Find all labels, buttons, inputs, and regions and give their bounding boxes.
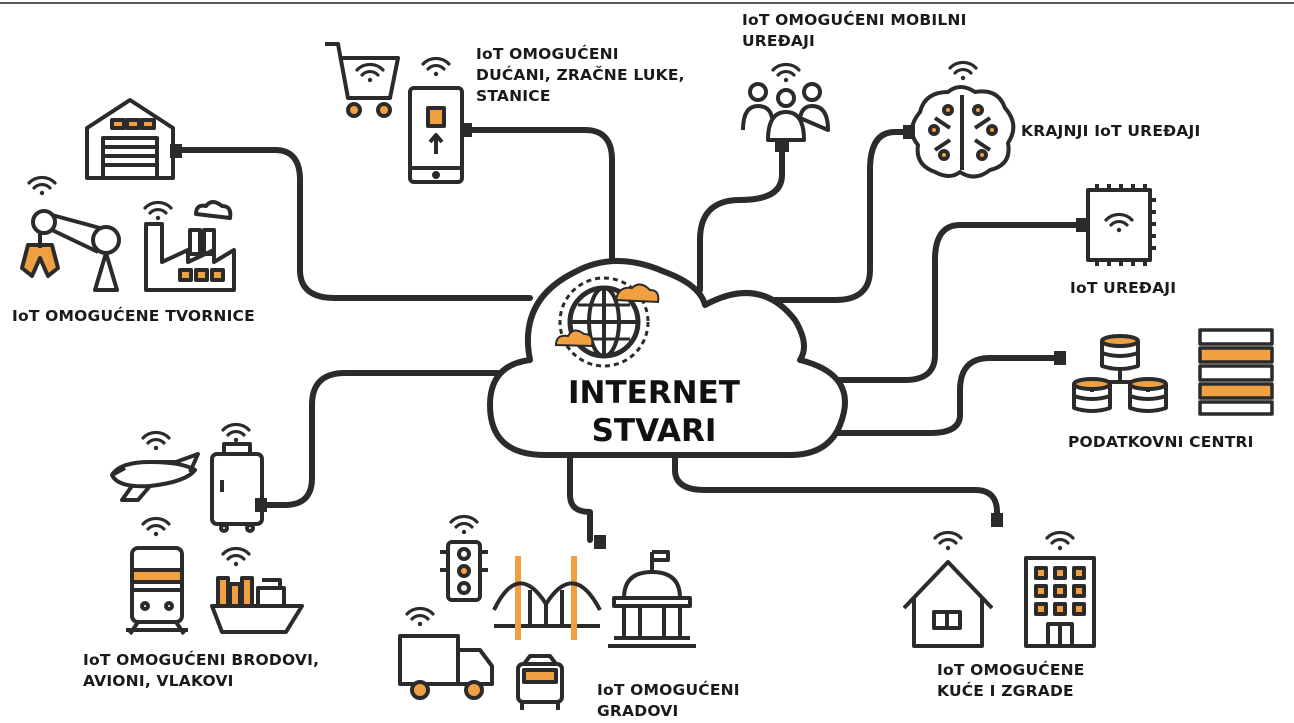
mobile-devices-label: IoT OMOGUĆENI MOBILNI UREĐAJI xyxy=(742,10,967,52)
transport-label: IoT OMOGUĆENI BRODOVI, AVIONI, VLAKOVI xyxy=(83,650,319,692)
transport-label-line: IoT OMOGUĆENI BRODOVI, xyxy=(83,651,320,669)
datacenters-label: PODATKOVNI CENTRI xyxy=(1068,432,1254,453)
traffic-light-icon xyxy=(440,540,488,602)
cities-label-line: GRADOVI xyxy=(597,702,679,720)
connector-plug xyxy=(1054,351,1066,365)
shops-label: IoT OMOGUĆENI DUĆANI, ZRAČNE LUKE, STANI… xyxy=(476,44,685,107)
connector-plug xyxy=(594,535,606,549)
bridge-icon xyxy=(492,556,602,640)
connector-plug xyxy=(991,513,1003,527)
connector-lines xyxy=(175,127,1083,543)
airplane-icon xyxy=(110,452,200,502)
car-icon xyxy=(516,654,564,710)
shops-label-line: STANICE xyxy=(476,87,551,105)
factories-label-line: IoT OMOGUĆENE TVORNICE xyxy=(12,307,255,325)
connector-plug xyxy=(775,140,789,152)
factory-building-icon xyxy=(85,98,175,180)
globe-icon xyxy=(554,276,660,368)
center-title-line1: INTERNET xyxy=(568,375,740,411)
factory-chimney-icon xyxy=(144,200,236,292)
train-icon xyxy=(126,546,188,636)
cloud-shape xyxy=(487,258,848,458)
iot-devices-label-line: IoT UREĐAJI xyxy=(1070,279,1177,297)
ship-icon xyxy=(210,576,304,634)
robot-arm-icon xyxy=(20,209,121,292)
capitol-icon xyxy=(608,550,696,648)
cities-label: IoT OMOGUĆENI GRADOVI xyxy=(597,680,740,722)
luggage-icon xyxy=(210,442,264,533)
homes-label: IoT OMOGUĆENE KUĆE I ZGRADE xyxy=(937,660,1085,702)
brain-icon xyxy=(910,85,1016,179)
endpoint-devices-label-line: KRAJNJI IoT UREĐAJI xyxy=(1021,122,1201,140)
iot-devices-label: IoT UREĐAJI xyxy=(1070,278,1176,299)
server-rack-icon xyxy=(1198,328,1274,416)
chip-icon xyxy=(1086,184,1156,266)
endpoint-devices-label: KRAJNJI IoT UREĐAJI xyxy=(1021,121,1200,142)
mobile-devices-label-line: IoT OMOGUĆENI MOBILNI xyxy=(742,11,967,29)
center-title: INTERNET STVARI xyxy=(548,374,760,450)
homes-label-line: KUĆE I ZGRADE xyxy=(937,682,1074,700)
connector-plug xyxy=(1076,218,1088,232)
cities-label-line: IoT OMOGUĆENI xyxy=(597,681,740,699)
homes-label-line: IoT OMOGUĆENE xyxy=(937,661,1085,679)
truck-icon xyxy=(398,634,494,700)
shopping-cart-icon xyxy=(325,42,400,118)
database-icon xyxy=(1072,334,1168,413)
factories-label: IoT OMOGUĆENE TVORNICE xyxy=(12,306,255,327)
shops-label-line: DUĆANI, ZRAČNE LUKE, xyxy=(476,66,685,84)
office-building-icon xyxy=(1024,556,1096,648)
people-group-icon xyxy=(741,82,830,142)
datacenters-label-line: PODATKOVNI CENTRI xyxy=(1068,433,1254,451)
shops-label-line: IoT OMOGUĆENI xyxy=(476,45,619,63)
mobile-devices-label-line: UREĐAJI xyxy=(742,32,816,50)
house-icon xyxy=(902,560,994,648)
tablet-icon xyxy=(408,86,464,184)
transport-label-line: AVIONI, VLAKOVI xyxy=(83,672,234,690)
center-title-line2: STVARI xyxy=(591,413,717,449)
